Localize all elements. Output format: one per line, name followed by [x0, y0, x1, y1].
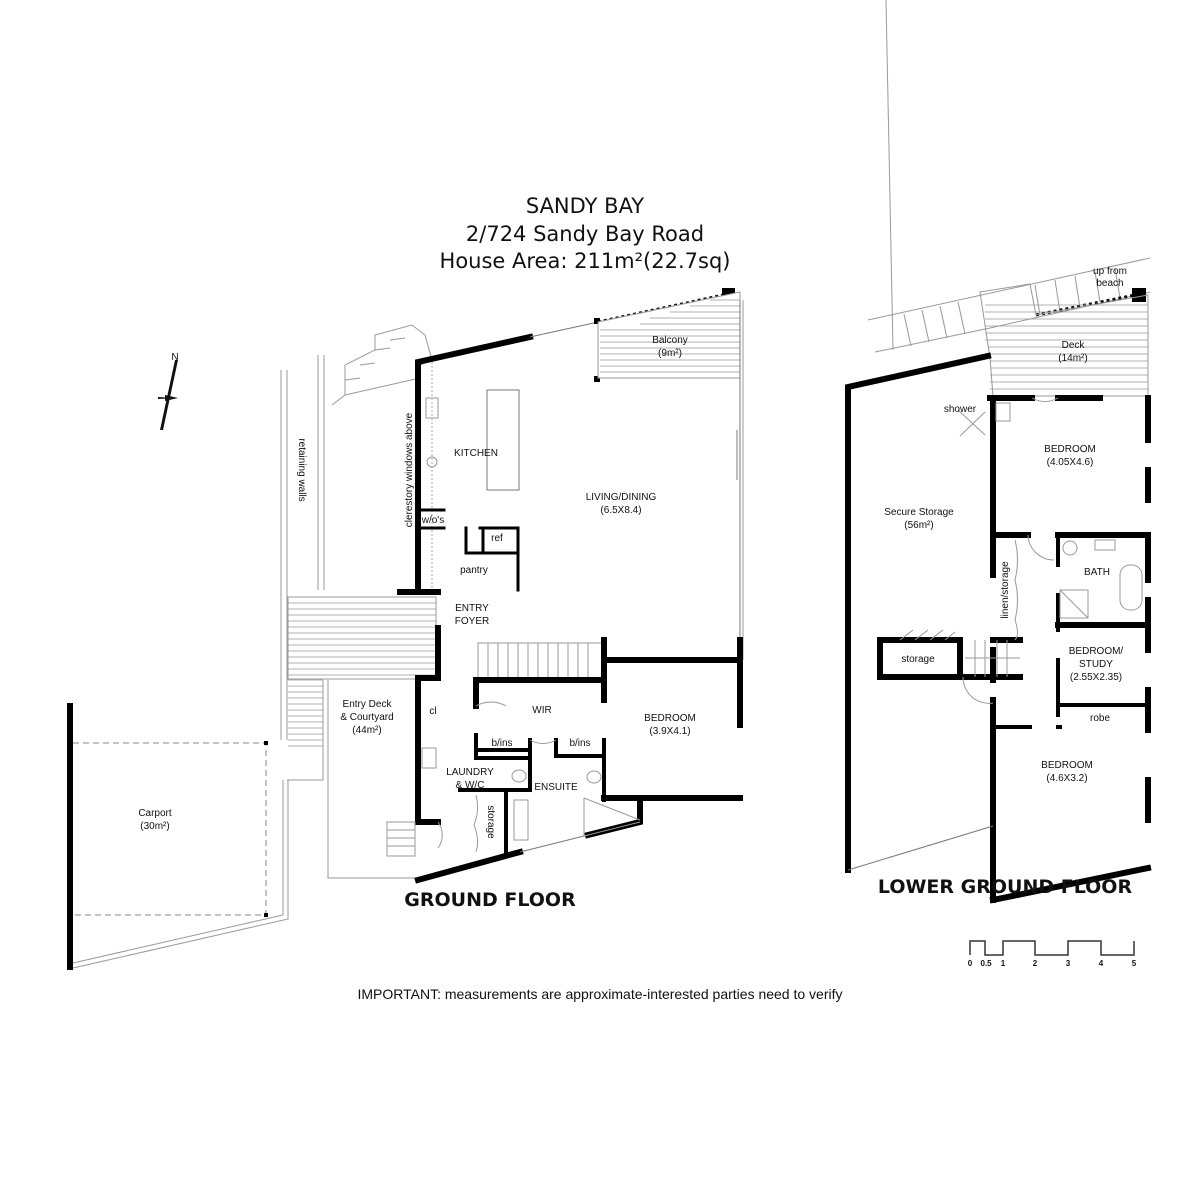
north-arrow-icon: N	[158, 352, 179, 430]
lower-bedroom-2-label: BEDROOM	[1041, 760, 1093, 771]
lower-ground-floor-plan: up from beach Deck (14m²)	[845, 0, 1152, 904]
living-dining-dim: (6.5X8.4)	[600, 505, 641, 516]
balcony-label: Balcony	[652, 335, 688, 346]
svg-text:0.5: 0.5	[980, 959, 992, 968]
beach-stairs	[867, 0, 1151, 353]
lower-bedroom-2-dim: (4.6X3.2)	[1046, 773, 1087, 784]
wos-label: w/o's	[421, 515, 444, 526]
bath-label: BATH	[1084, 567, 1110, 578]
lower-storage-label: storage	[901, 654, 935, 665]
carport-area: (30m²)	[140, 821, 169, 832]
linen-storage-label: linen/storage	[1000, 561, 1011, 619]
external-steps	[331, 324, 433, 406]
lower-bedroom-1-dim: (4.05X4.6)	[1047, 457, 1094, 468]
storage-label: storage	[485, 805, 496, 839]
living-dining-label: LIVING/DINING	[586, 492, 657, 503]
kitchen-label: KITCHEN	[454, 448, 498, 459]
secure-storage-label: Secure Storage	[884, 507, 954, 518]
study-label: BEDROOM/	[1069, 646, 1124, 657]
shower-label: shower	[944, 404, 977, 415]
svg-text:5: 5	[1132, 959, 1137, 968]
entry-deck-hatch	[287, 596, 437, 747]
foyer-label: FOYER	[455, 616, 489, 627]
robe-label: robe	[1090, 713, 1110, 724]
plan-address: 2/724 Sandy Bay Road	[465, 222, 705, 246]
wir-label: WIR	[532, 705, 551, 716]
lower-deck-area: (14m²)	[1058, 353, 1087, 364]
study-label-2: STUDY	[1079, 659, 1113, 670]
entry-deck-area: (44m²)	[352, 725, 381, 736]
bins-label-1: b/ins	[491, 738, 512, 749]
entry-steps	[386, 821, 416, 857]
svg-text:4: 4	[1099, 959, 1104, 968]
svg-text:3: 3	[1066, 959, 1071, 968]
clerestory-label: clerestory windows above	[404, 412, 415, 527]
retaining-walls-label: retaining walls	[296, 438, 307, 501]
laundry-label-2: & W/C	[456, 780, 485, 791]
laundry-label: LAUNDRY	[446, 767, 494, 778]
balcony-area: (9m²)	[658, 348, 682, 359]
up-from-beach-label-2: beach	[1096, 278, 1123, 289]
secure-storage-area: (56m²)	[904, 520, 933, 531]
ground-floor-title: GROUND FLOOR	[404, 889, 576, 911]
svg-text:0: 0	[968, 959, 973, 968]
pantry-label: pantry	[460, 565, 488, 576]
carport-label: Carport	[138, 808, 172, 819]
entry-label: ENTRY	[455, 603, 489, 614]
entry-deck-label-2: & Courtyard	[340, 712, 393, 723]
lower-deck-hatch	[979, 283, 1149, 397]
bins-label-2: b/ins	[569, 738, 590, 749]
bedroom-label: BEDROOM	[644, 713, 696, 724]
disclaimer-note: IMPORTANT: measurements are approximate-…	[357, 986, 843, 1002]
entry-deck-label: Entry Deck	[343, 699, 393, 710]
carport	[67, 703, 289, 970]
bedroom-dim: (3.9X4.1)	[649, 726, 690, 737]
ensuite-label: ENSUITE	[534, 782, 578, 793]
north-label: N	[171, 352, 178, 363]
svg-text:2: 2	[1033, 959, 1038, 968]
cl-label: cl	[429, 706, 436, 717]
plan-title: SANDY BAY	[525, 194, 645, 218]
lower-deck-label: Deck	[1062, 340, 1086, 351]
internal-stairs	[477, 642, 605, 680]
up-from-beach-label: up from	[1093, 266, 1127, 277]
ground-floor-plan: retaining walls Ba	[67, 288, 744, 970]
retaining-walls	[280, 355, 325, 740]
ref-label: ref	[491, 533, 503, 544]
lower-stairs	[965, 640, 1020, 677]
scale-bar: 0 0.5 1 2 3 4 5	[968, 940, 1137, 968]
lower-bedroom-1-label: BEDROOM	[1044, 444, 1096, 455]
lower-ground-floor-title: LOWER GROUND FLOOR	[878, 876, 1133, 898]
svg-text:1: 1	[1001, 959, 1006, 968]
house-area: House Area: 211m²(22.7sq)	[439, 249, 731, 273]
study-dim: (2.55X2.35)	[1070, 672, 1122, 683]
